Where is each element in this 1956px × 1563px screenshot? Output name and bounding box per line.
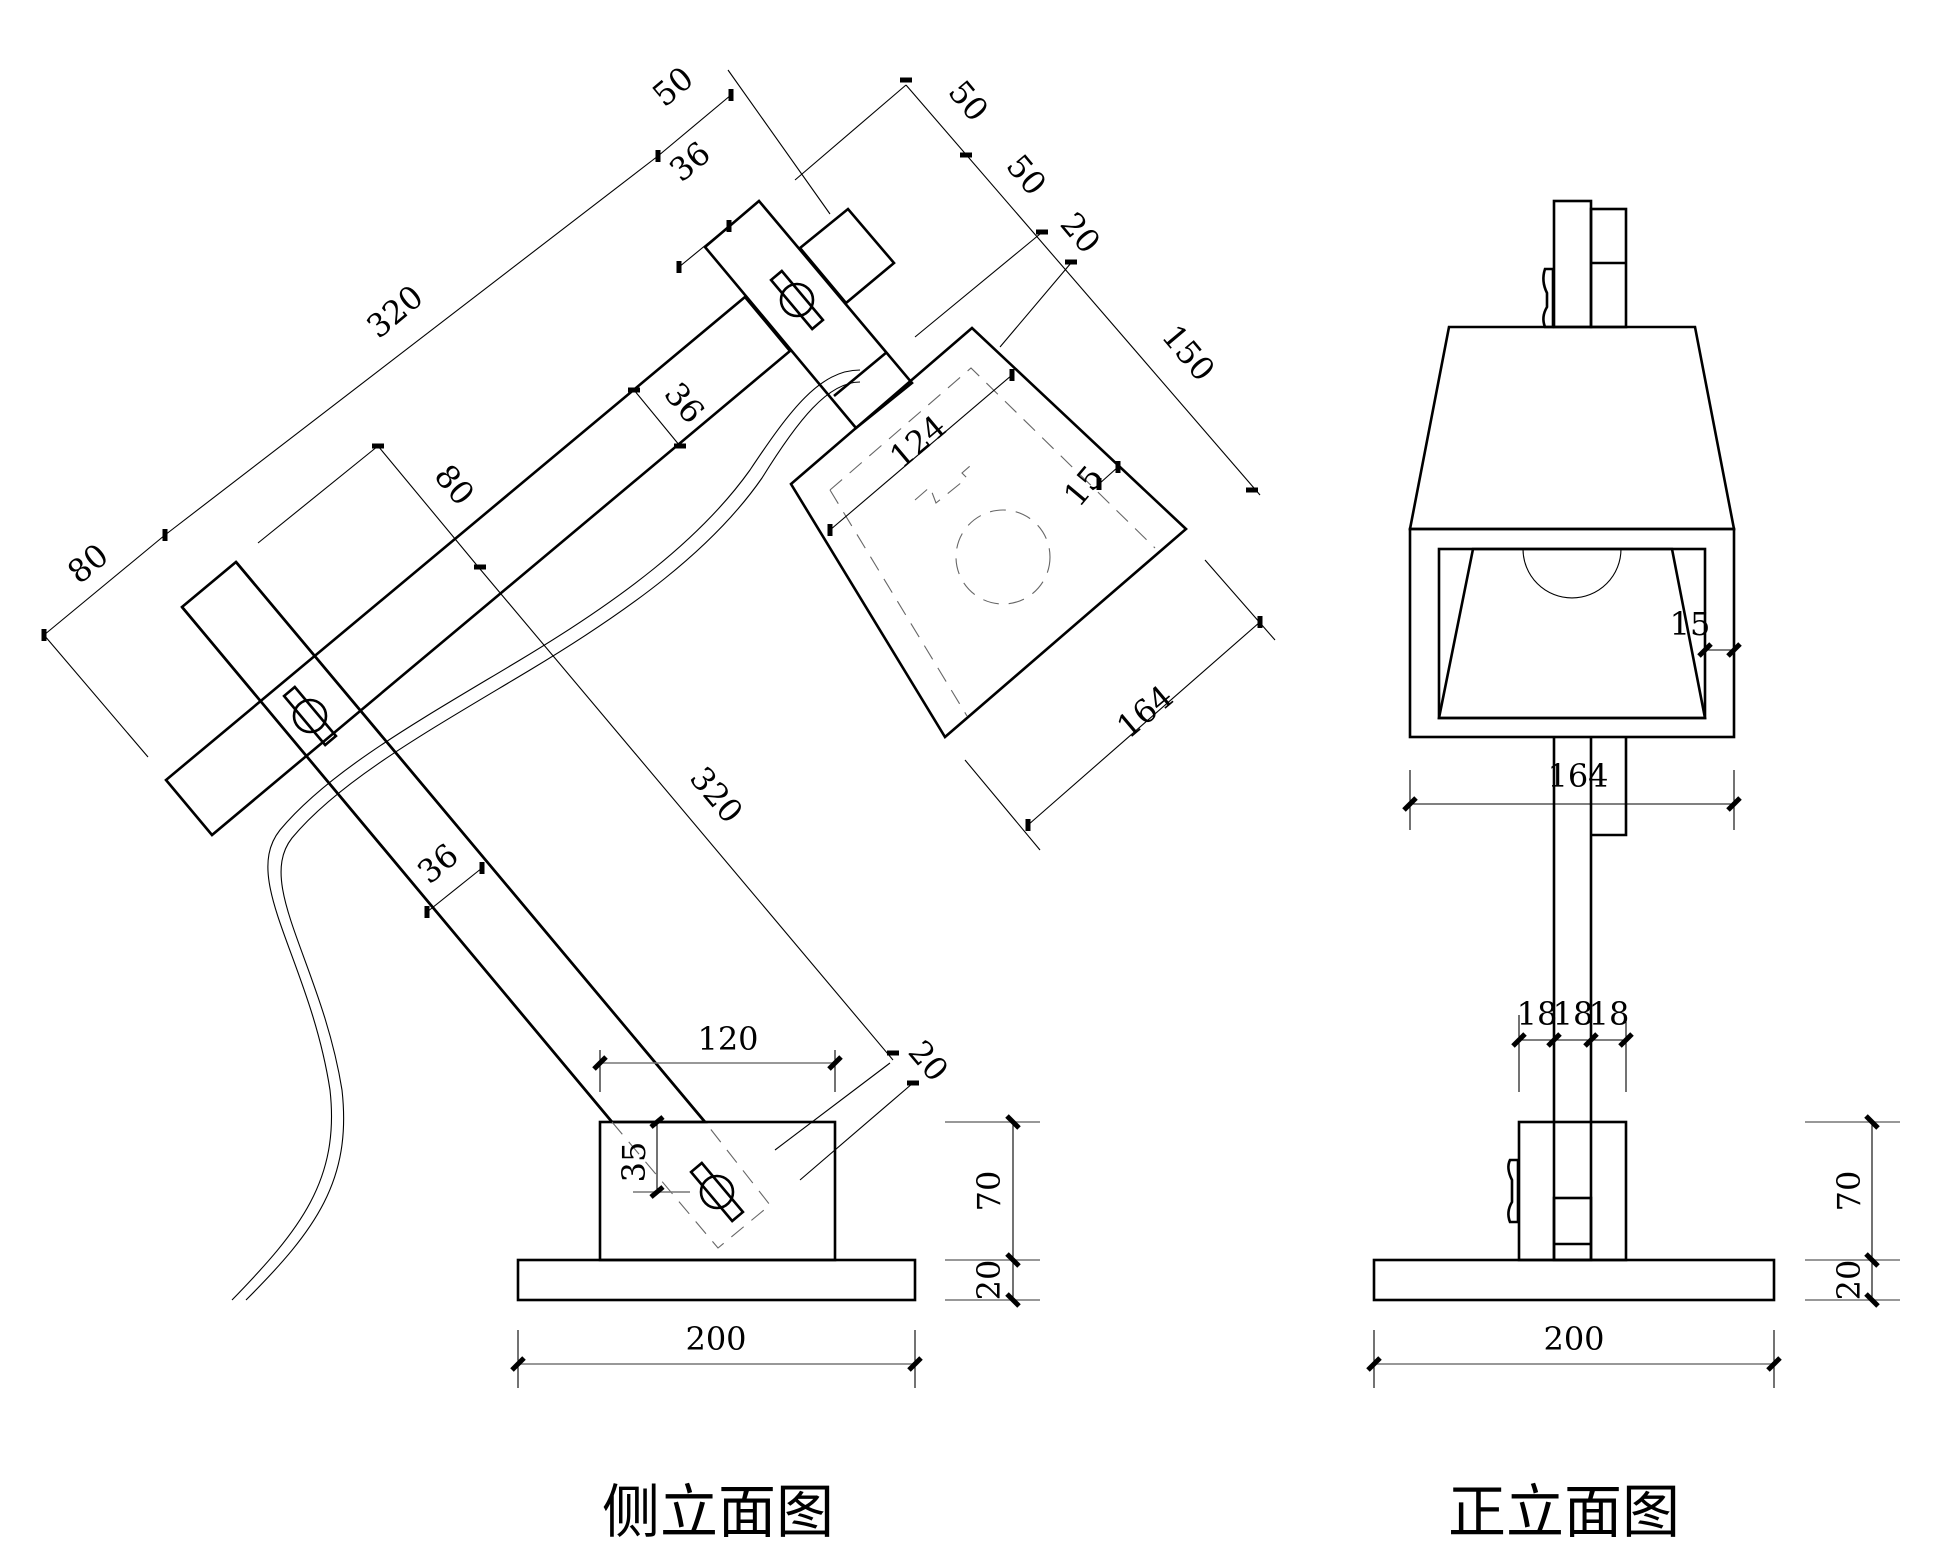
side-upper-arm — [164, 295, 792, 837]
dim-label: 18 — [1553, 995, 1594, 1033]
front-knob-bottom — [1507, 1158, 1520, 1224]
side-head-tab — [798, 207, 896, 305]
front-bulb — [1522, 548, 1622, 599]
dim-label: 124 — [882, 407, 953, 475]
side-pivot-head — [769, 269, 825, 331]
side-neck-line — [833, 350, 888, 398]
dim-label: 20 — [1830, 1260, 1868, 1301]
side-dimensions — [41, 69, 1276, 1388]
front-tab-top — [1589, 207, 1628, 329]
side-shade-inner — [829, 489, 968, 717]
front-post-joint — [1552, 1196, 1593, 1262]
dim-label: 18 — [1589, 995, 1630, 1033]
front-tab-bottom — [1591, 737, 1628, 837]
front-shade-cone — [1437, 547, 1707, 720]
side-head-bracket — [703, 199, 914, 430]
side-lower-arm-edge — [235, 561, 706, 1123]
dim-label: 70 — [970, 1171, 1008, 1212]
dim-label: 50 — [645, 59, 701, 114]
side-pivot-base — [689, 1161, 745, 1223]
side-cord — [231, 369, 861, 1301]
dim-label: 320 — [682, 759, 750, 830]
dim-label: 120 — [697, 1020, 758, 1058]
side-lampshade — [789, 326, 1188, 739]
side-cord — [245, 381, 861, 1301]
dim-label: 36 — [662, 134, 718, 189]
side-lower-arm-hidden — [611, 1121, 771, 1249]
dim-label: 50 — [999, 147, 1054, 203]
dim-label: 150 — [1154, 317, 1222, 388]
dim-label: 15 — [1670, 605, 1711, 643]
front-post-top — [1552, 199, 1593, 329]
dim-label: 15 — [1056, 458, 1111, 514]
side-base-block — [598, 1120, 837, 1262]
front-lampshade — [1408, 325, 1736, 531]
dim-label: 320 — [359, 277, 430, 345]
dim-label: 80 — [427, 457, 482, 513]
dim-label: 20 — [1053, 205, 1108, 261]
front-base-plate — [1372, 1258, 1776, 1302]
side-view-title: 侧立面图 — [602, 1478, 834, 1546]
dim-label: 70 — [1830, 1171, 1868, 1212]
side-bulb — [955, 509, 1051, 605]
dim-label: 164 — [1109, 677, 1180, 745]
front-shade-opening — [1408, 527, 1736, 739]
front-view-title: 正立面图 — [1448, 1478, 1680, 1546]
dim-label: 35 — [615, 1142, 653, 1183]
side-lower-arm-edge — [181, 606, 613, 1123]
side-shade-inner — [829, 367, 1156, 549]
front-base-block — [1517, 1120, 1628, 1262]
dim-label: 200 — [1543, 1320, 1604, 1358]
dim-label: 20 — [970, 1260, 1008, 1301]
dim-label: 18 — [1517, 995, 1558, 1033]
front-view: 164 15 18 18 18 70 20 200 正立面图 — [1366, 199, 1900, 1546]
front-shade-inner — [1437, 547, 1707, 720]
side-bulb-socket — [914, 465, 971, 504]
dim-label: 200 — [685, 1320, 746, 1358]
dim-label: 20 — [901, 1033, 956, 1089]
side-pivot-lower — [282, 685, 338, 747]
dim-label: 36 — [410, 836, 466, 891]
side-base-plate — [516, 1258, 917, 1302]
dim-label: 164 — [1547, 757, 1608, 795]
dim-label: 50 — [941, 73, 996, 129]
side-view: 320 50 36 50 50 20 150 36 80 80 320 36 1… — [41, 59, 1276, 1546]
front-dimensions — [1366, 642, 1900, 1388]
front-knob-top — [1542, 267, 1555, 329]
